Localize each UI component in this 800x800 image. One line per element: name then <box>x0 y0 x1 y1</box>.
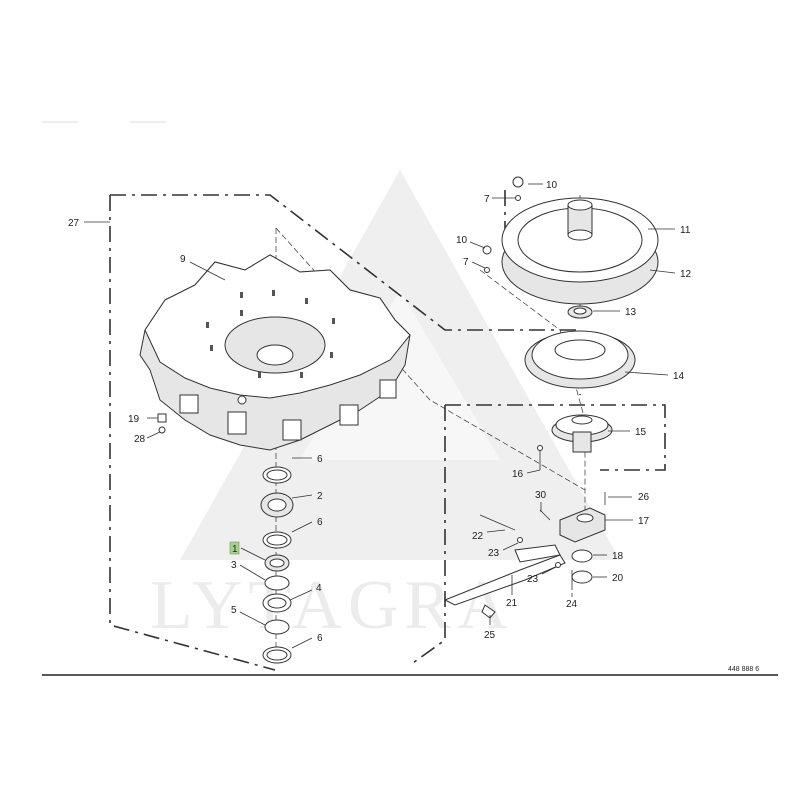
block-17 <box>539 492 606 584</box>
callout-30[interactable]: 30 <box>535 490 547 501</box>
callout-23a[interactable]: 23 <box>488 548 500 559</box>
callout-24[interactable]: 24 <box>566 599 578 610</box>
callout-28[interactable]: 28 <box>134 434 146 445</box>
housing-bolts <box>206 290 335 378</box>
callout-10b[interactable]: 10 <box>456 235 468 246</box>
footer: 448 888 6 <box>42 666 778 676</box>
grease-nipple-19 <box>157 413 167 434</box>
callout-23b[interactable]: 23 <box>527 574 539 585</box>
callout-20[interactable]: 20 <box>612 573 624 584</box>
linkage-arm-21 <box>443 514 573 619</box>
callout-6c[interactable]: 6 <box>317 633 323 644</box>
leader-lines <box>84 183 676 649</box>
callout-4[interactable]: 4 <box>316 583 322 594</box>
housing-part-9 <box>139 254 411 451</box>
highlight-part-1 <box>229 541 240 555</box>
cover-14 <box>524 330 636 389</box>
ring-18 <box>571 549 593 563</box>
callout-6a[interactable]: 6 <box>317 454 323 465</box>
callout-27[interactable]: 27 <box>68 218 80 229</box>
callout-15[interactable]: 15 <box>635 427 647 438</box>
ring-stack <box>260 466 294 664</box>
callout-22[interactable]: 22 <box>472 531 484 542</box>
callout-12[interactable]: 12 <box>680 269 692 280</box>
callout-21[interactable]: 21 <box>506 598 518 609</box>
gearbox-top-11-12 <box>482 176 659 305</box>
callout-13[interactable]: 13 <box>625 307 637 318</box>
callout-numbers: 1 2 3 4 5 6 6 6 7 7 9 10 10 11 12 13 14 … <box>68 180 692 644</box>
callout-1[interactable]: 1 <box>232 544 238 555</box>
washer-3 <box>264 575 290 591</box>
callout-17[interactable]: 17 <box>638 516 650 527</box>
bolt-16 <box>537 445 543 470</box>
drawing-reference: 448 888 6 <box>728 666 759 673</box>
callout-11[interactable]: 11 <box>680 225 691 236</box>
callout-18[interactable]: 18 <box>612 551 624 562</box>
callout-5[interactable]: 5 <box>231 605 237 616</box>
callout-7b[interactable]: 7 <box>463 257 469 268</box>
callout-6b[interactable]: 6 <box>317 517 323 528</box>
svg-text:LYTAGRA: LYTAGRA <box>150 567 514 644</box>
hub-15 <box>551 414 613 453</box>
callout-25[interactable]: 25 <box>484 630 496 641</box>
callout-2[interactable]: 2 <box>317 491 323 502</box>
callout-10a[interactable]: 10 <box>546 180 558 191</box>
bearing-13 <box>567 305 593 319</box>
callout-3[interactable]: 3 <box>231 560 237 571</box>
callout-7a[interactable]: 7 <box>484 194 490 205</box>
callout-9[interactable]: 9 <box>180 254 186 265</box>
callout-26[interactable]: 26 <box>638 492 650 503</box>
callout-19[interactable]: 19 <box>128 414 140 425</box>
ring-5 <box>264 619 290 635</box>
ring-20 <box>571 570 593 584</box>
callout-14[interactable]: 14 <box>673 371 685 382</box>
callout-16[interactable]: 16 <box>512 469 524 480</box>
